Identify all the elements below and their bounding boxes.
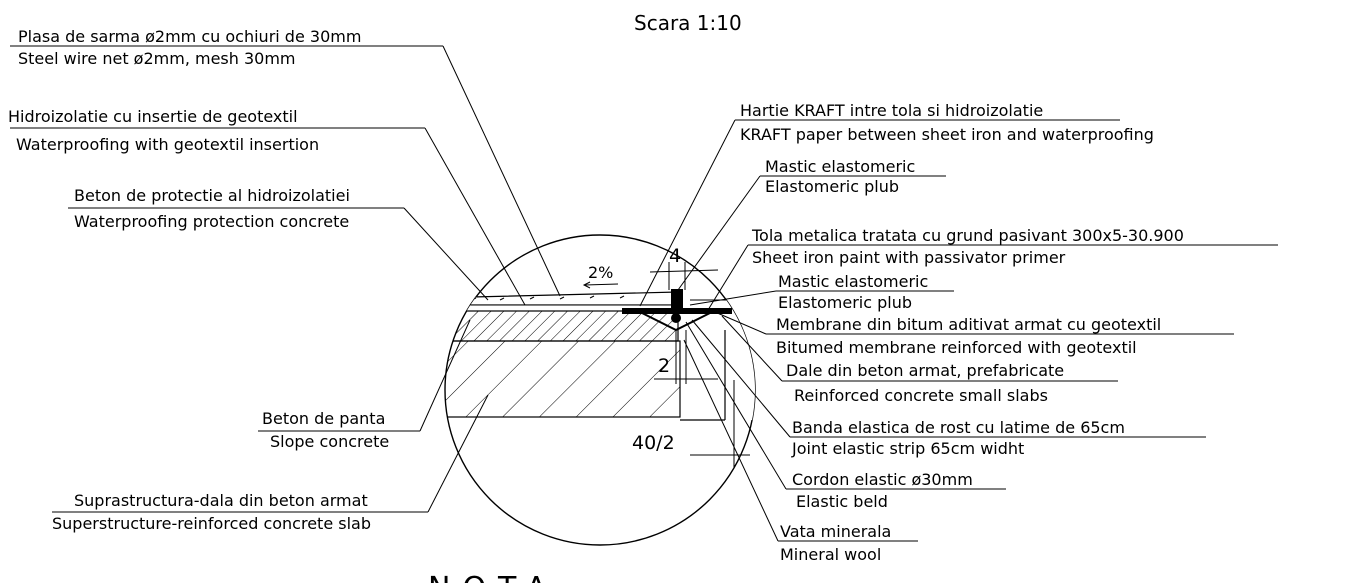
label-en-10: Bitumed membrane reinforced with geotext… (776, 338, 1137, 357)
label-en-13: Elastic beld (796, 492, 888, 511)
label-ro-4: Beton de panta (262, 409, 385, 428)
dim-mid-text: 2 (658, 355, 670, 377)
label-ro-9: Mastic elastomeric (778, 272, 928, 291)
label-en-7: Elastomeric plub (765, 177, 899, 196)
label-en-6: KRAFT paper between sheet iron and water… (740, 125, 1154, 144)
protection-concrete-layer (445, 291, 679, 306)
mastic-block (671, 289, 683, 309)
label-ro-11: Dale din beton armat, prefabricate (786, 361, 1064, 380)
expansion-joint (622, 289, 732, 384)
label-en-12: Joint elastic strip 65cm widht (791, 439, 1024, 458)
label-ro-14: Vata minerala (780, 522, 891, 541)
label-ro-3: Beton de protectie al hidroizolatiei (74, 186, 350, 205)
left-labels: Plasa de sarma ø2mm cu ochiuri de 30mm S… (8, 27, 561, 533)
label-ro-12: Banda elastica de rost cu latime de 65cm (792, 418, 1125, 437)
dimensions (582, 262, 750, 456)
label-en-2: Waterproofing with geotextil insertion (16, 135, 319, 154)
wire-net-marks (471, 295, 625, 301)
label-ro-13: Cordon elastic ø30mm (792, 470, 973, 489)
label-en-1: Steel wire net ø2mm, mesh 30mm (18, 49, 296, 68)
rc-slab-layer (445, 340, 681, 418)
label-en-3: Waterproofing protection concrete (74, 212, 349, 231)
label-en-9: Elastomeric plub (778, 293, 912, 312)
sheet-iron-plate (622, 308, 732, 314)
label-ro-5: Suprastructura-dala din beton armat (74, 491, 368, 510)
label-ro-7: Mastic elastomeric (765, 157, 915, 176)
section-layers (445, 291, 755, 470)
label-ro-8: Tola metalica tratata cu grund pasivant … (751, 226, 1184, 245)
scale-text: Scara 1:10 (634, 11, 742, 35)
label-en-5: Superstructure-reinforced concrete slab (52, 514, 371, 533)
label-en-8: Sheet iron paint with passivator primer (752, 248, 1066, 267)
label-ro-1: Plasa de sarma ø2mm cu ochiuri de 30mm (18, 27, 361, 46)
label-ro-10: Membrane din bitum aditivat armat cu geo… (776, 315, 1161, 334)
label-en-11: Reinforced concrete small slabs (794, 386, 1048, 405)
label-en-14: Mineral wool (780, 545, 881, 564)
slope-text: 2% (588, 263, 613, 282)
right-labels: Hartie KRAFT intre tola si hidroizolatie… (639, 101, 1278, 564)
label-ro-6: Hartie KRAFT intre tola si hidroizolatie (740, 101, 1043, 120)
note-text: NOTA (428, 571, 559, 583)
label-ro-2: Hidroizolatie cu insertie de geotextil (8, 107, 298, 126)
dim-top-text: 4 (669, 245, 681, 267)
elastic-cord (671, 313, 681, 323)
label-en-4: Slope concrete (270, 432, 389, 451)
dim-joint-text: 40/2 (632, 432, 675, 454)
